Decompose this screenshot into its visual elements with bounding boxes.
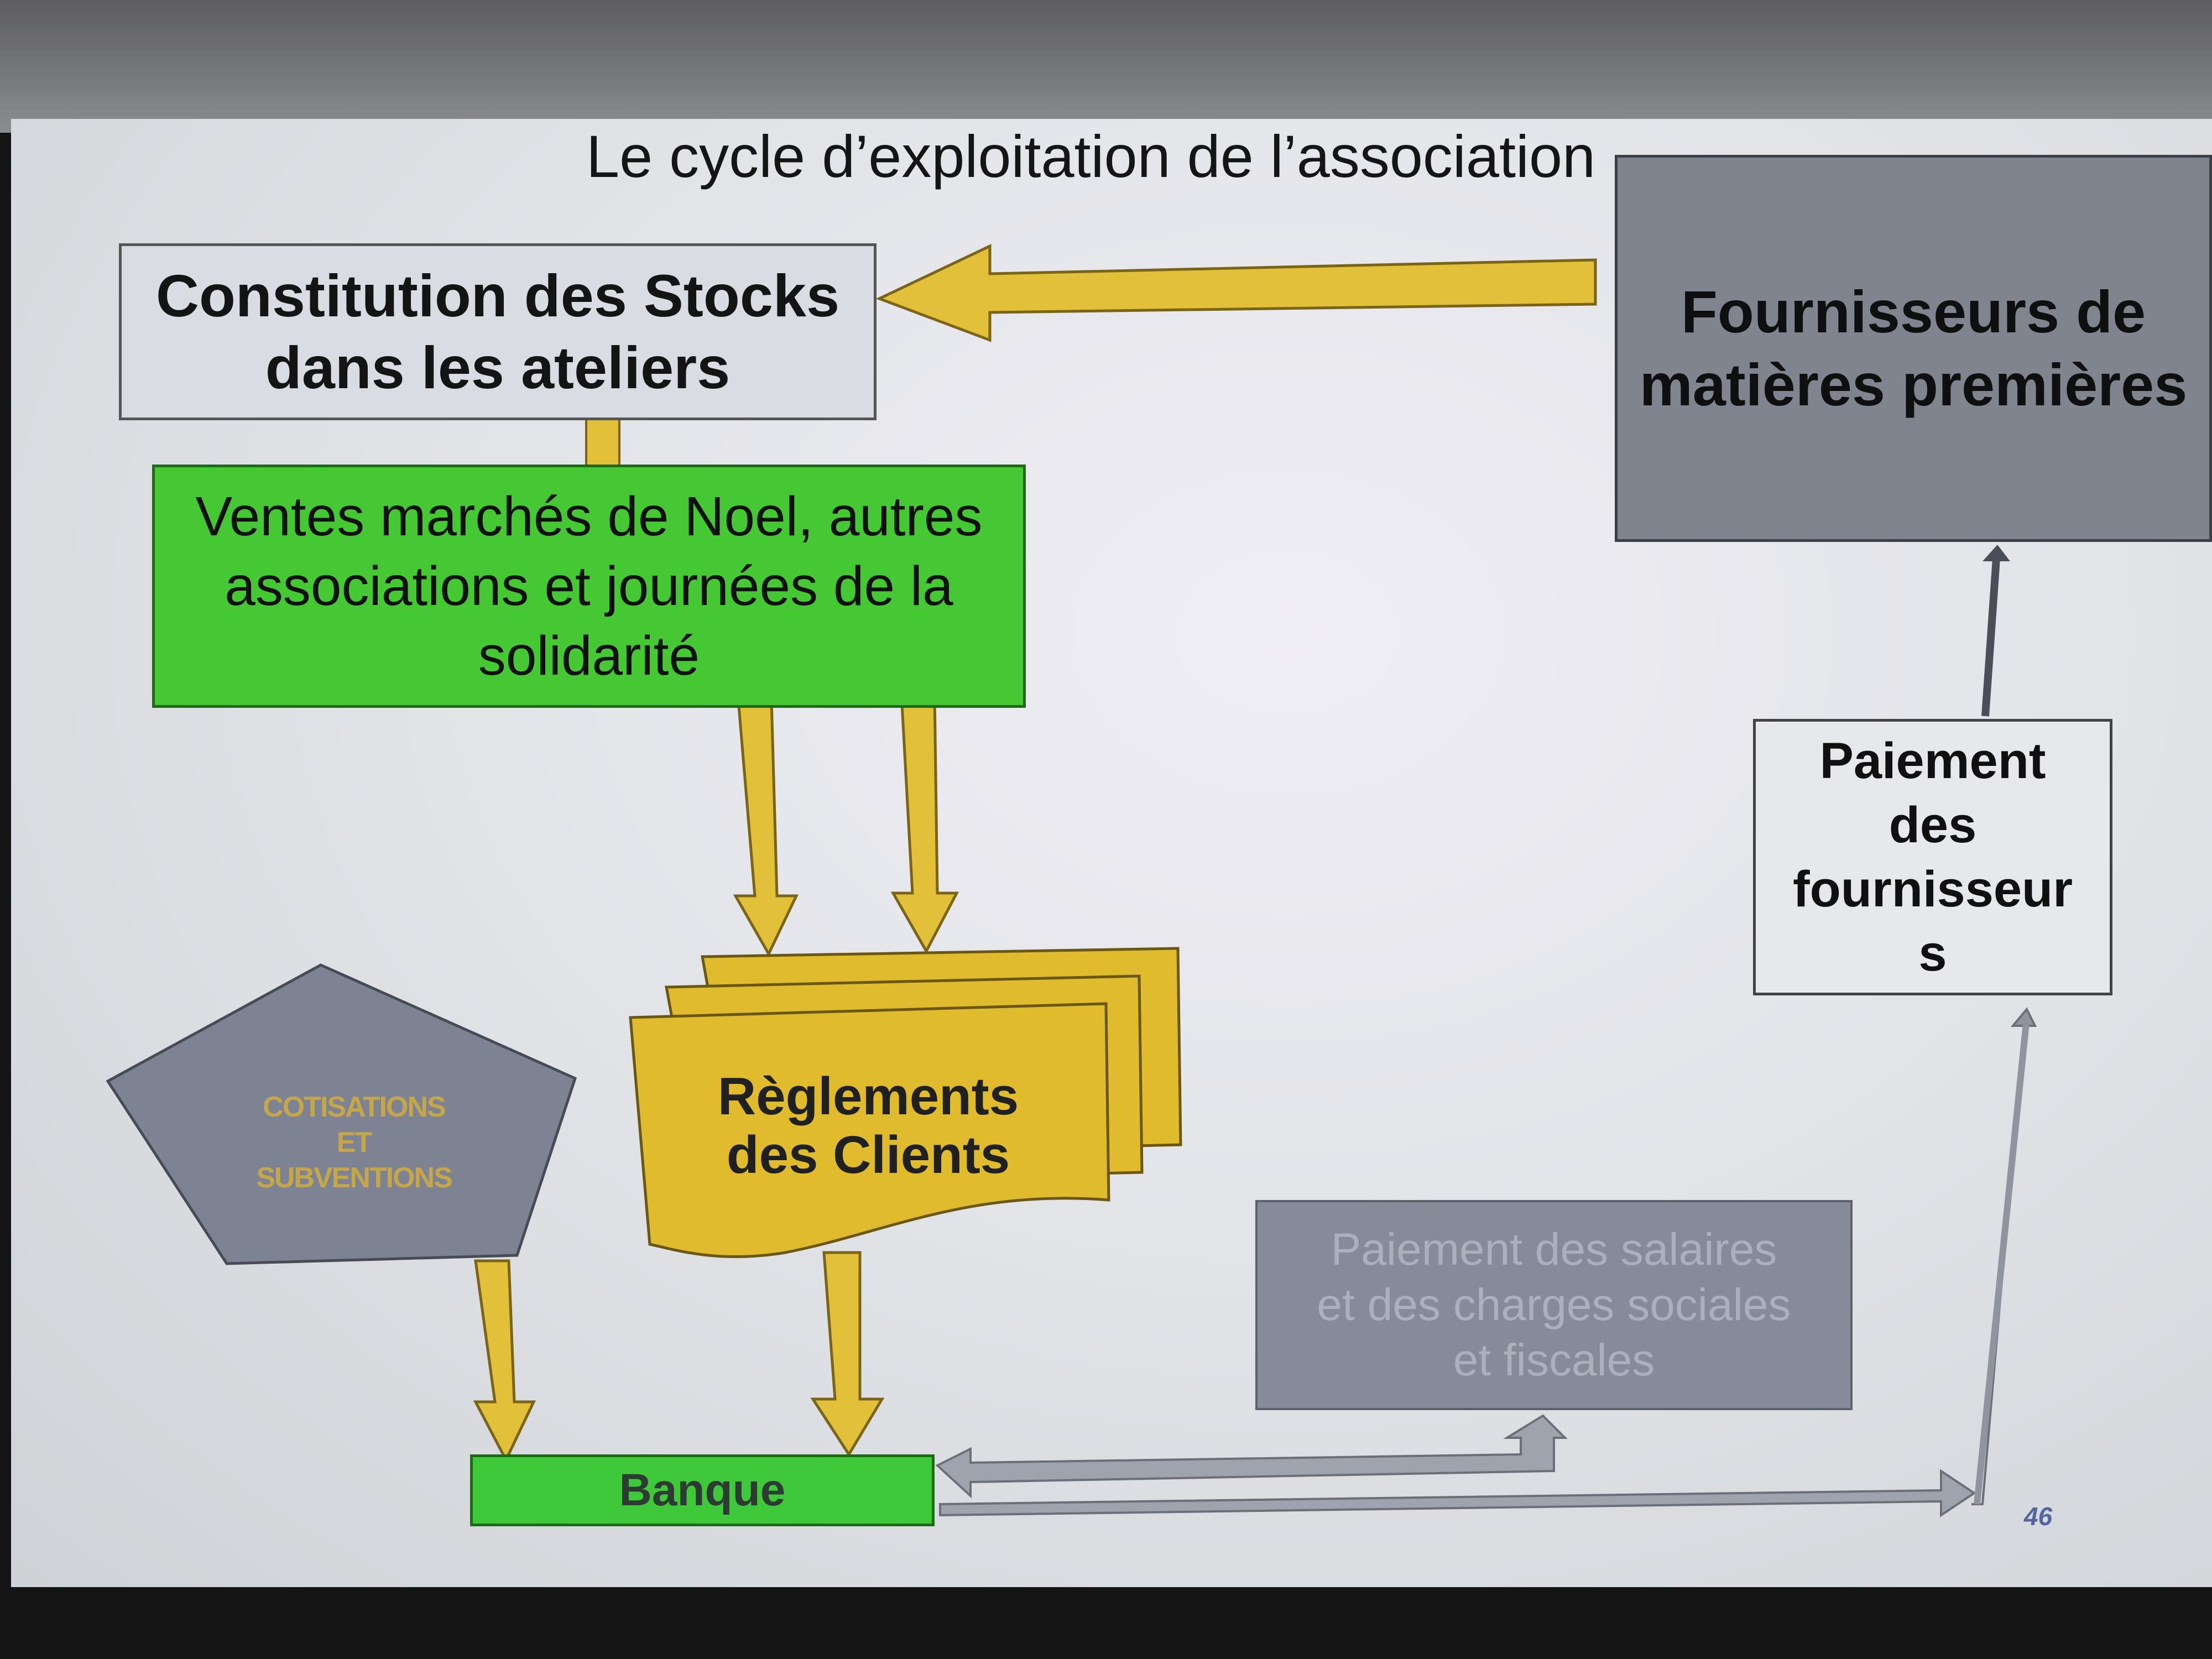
arrow-cotisations-to-banque xyxy=(473,1259,536,1463)
paiement-fournisseurs-box: Paiement des fournisseur s xyxy=(1753,719,2112,995)
cotisations-line-1: COTISATIONS xyxy=(263,1091,446,1123)
arrow-ventes-to-reglements-1 xyxy=(733,698,799,957)
cotisations-line-2: ET xyxy=(336,1126,372,1159)
stocks-box: Constitution des Stocks dans les atelier… xyxy=(119,243,877,420)
cotisations-line-3: SUBVENTIONS xyxy=(256,1162,453,1194)
reglements-line-2: des Clients xyxy=(726,1125,1010,1185)
paiement-f-line-1: Paiement xyxy=(1819,733,2046,789)
stocks-line-2: dans les ateliers xyxy=(265,334,731,401)
paiement-f-line-3: fournisseur xyxy=(1792,861,2073,917)
salaires-line-1: Paiement des salaires xyxy=(1331,1224,1777,1275)
cotisations-pentagon xyxy=(106,963,577,1265)
reglements-document-stack xyxy=(629,947,1182,1258)
arrow-banque-to-salaires xyxy=(935,1414,1568,1499)
fournisseurs-line-2: matières premières xyxy=(1639,351,2188,418)
page-number: 46 xyxy=(2024,1502,2053,1531)
arrow-up-to-fournisseurs xyxy=(1981,558,2000,717)
screen-bezel xyxy=(0,0,2212,133)
ventes-line-1: Ventes marchés de Noel, autres xyxy=(195,486,983,547)
slide-title: Le cycle d’exploitation de l’association xyxy=(586,123,1596,190)
banque-box: Banque xyxy=(470,1454,935,1526)
arrow-ventes-to-reglements-2 xyxy=(890,692,959,954)
arrow-reglements-to-banque xyxy=(810,1251,885,1457)
paiement-f-line-4: s xyxy=(1918,925,1947,982)
ventes-line-2: associations et journées de la xyxy=(225,555,953,617)
stocks-line-1: Constitution des Stocks xyxy=(155,262,840,329)
connector-stocks-ventes xyxy=(585,411,620,474)
arrow-fournisseurs-to-stocks xyxy=(875,244,1597,342)
arrow-banque-to-right xyxy=(939,1469,1976,1517)
reglements-line-1: Règlements xyxy=(717,1067,1019,1126)
cotisations-label: COTISATIONS ET SUBVENTIONS xyxy=(210,1089,498,1196)
salaires-line-3: et fiscales xyxy=(1453,1335,1655,1385)
salaires-line-2: et des charges sociales xyxy=(1317,1280,1791,1330)
reglements-label: Règlements des Clients xyxy=(647,1067,1089,1185)
fournisseurs-line-1: Fournisseurs de xyxy=(1681,278,2146,345)
fournisseurs-box: Fournisseurs de matières premières xyxy=(1615,155,2212,542)
ventes-box: Ventes marchés de Noel, autres associati… xyxy=(152,465,1026,708)
paiement-f-line-2: des xyxy=(1888,797,1977,853)
salaires-box: Paiement des salaires et des charges soc… xyxy=(1255,1200,1853,1410)
ventes-line-3: solidarité xyxy=(478,625,700,687)
banque-label: Banque xyxy=(619,1465,786,1515)
